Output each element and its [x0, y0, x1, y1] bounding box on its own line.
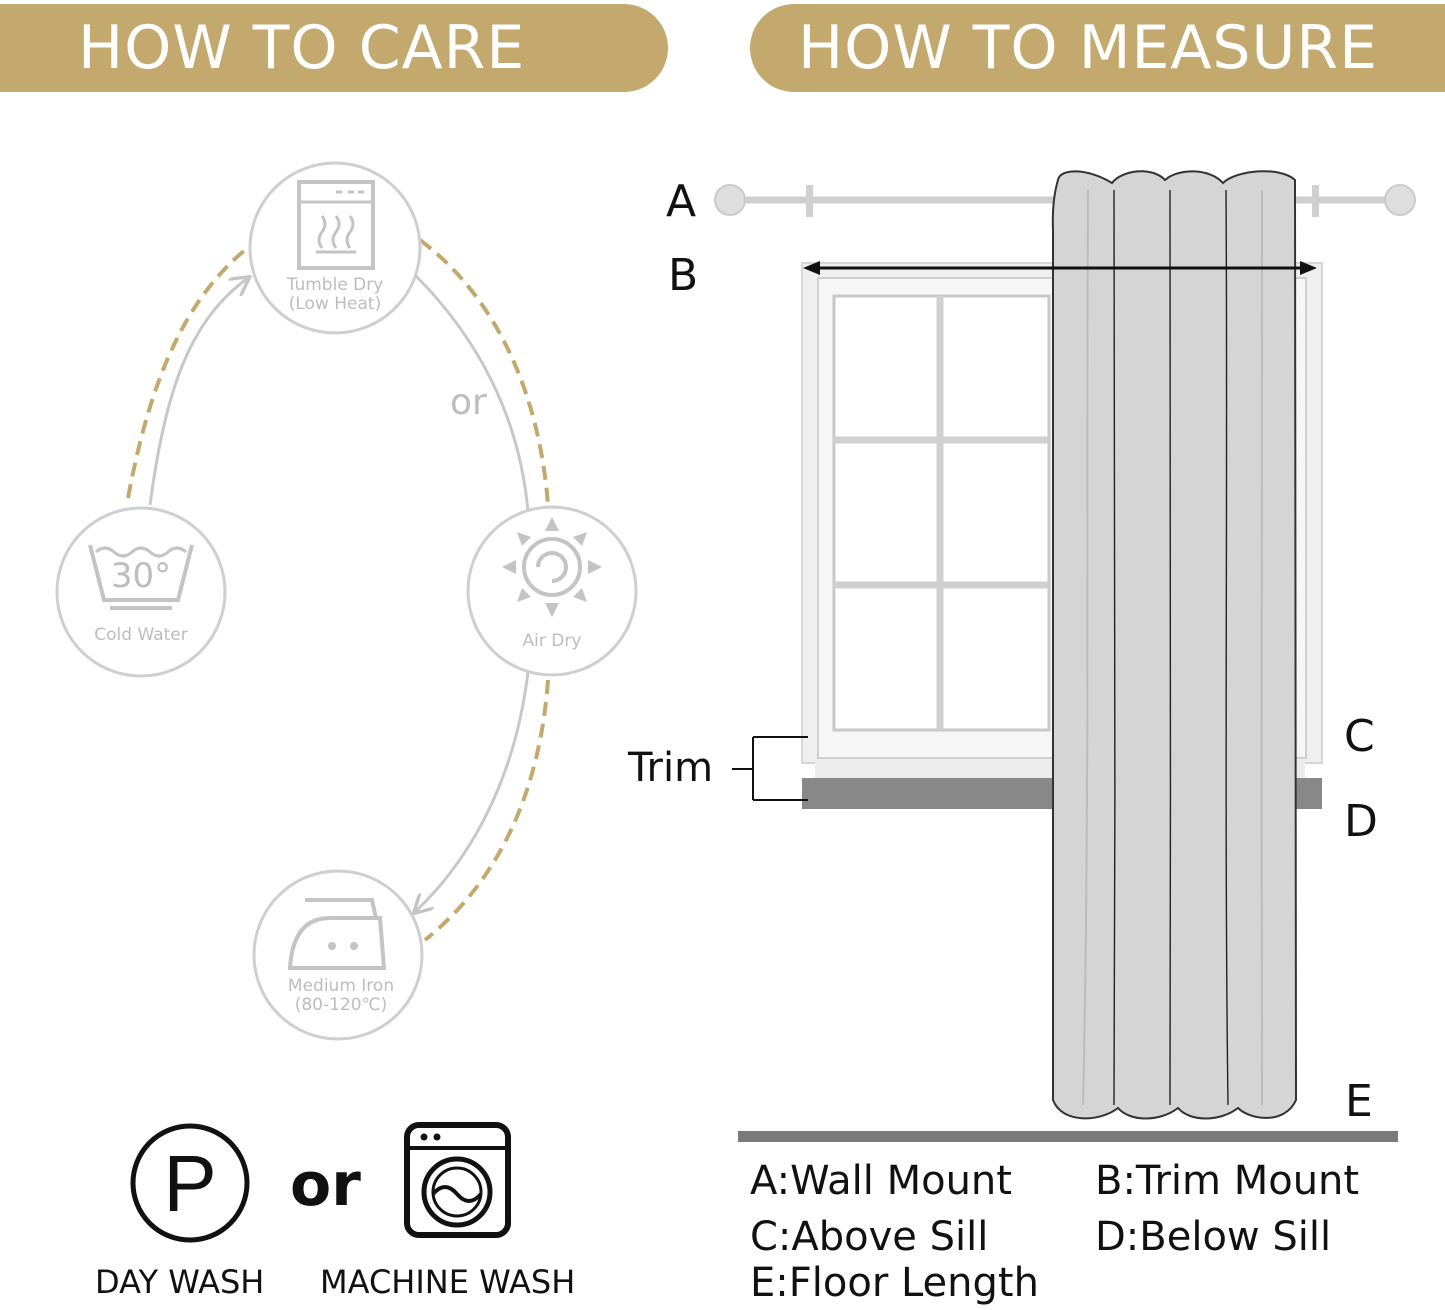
curtain-panel: [1051, 170, 1298, 1120]
care-or-text: or: [450, 382, 487, 423]
measure-diagram: [714, 170, 1416, 1142]
trim-label: Trim: [628, 745, 714, 791]
legend-floor-length: E:Floor Length: [750, 1260, 1039, 1306]
legend-wall-mount: A:Wall Mount: [750, 1158, 1012, 1204]
tumble-dry-label: Tumble Dry (Low Heat): [286, 275, 384, 314]
air-dry-label: Air Dry: [522, 631, 582, 651]
legend-above-sill: C:Above Sill: [750, 1214, 989, 1260]
machine-wash-icon: [404, 1122, 511, 1238]
cold-water-label: Cold Water: [94, 625, 188, 645]
trim-width-arrow: [803, 261, 1317, 275]
floor-line: [738, 1131, 1398, 1142]
arrow-wash-to-dry: [148, 278, 248, 506]
day-wash-p-icon: P: [130, 1123, 250, 1243]
point-e-label: E: [1345, 1076, 1373, 1127]
point-c-label: C: [1344, 711, 1375, 762]
arrow-air-to-iron: [415, 671, 530, 912]
dashed-path-right-lower: [423, 679, 550, 942]
dashed-path-left: [126, 248, 247, 499]
point-b-label: B: [668, 250, 699, 301]
day-wash-label: DAY WASH: [95, 1263, 265, 1301]
care-banner: HOW TO CARE: [0, 4, 668, 92]
point-a-label: A: [666, 176, 697, 227]
legend-trim-mount: B:Trim Mount: [1095, 1158, 1360, 1204]
medium-iron-label: Medium Iron (80-120℃): [287, 976, 395, 1015]
cold-wash-temp: 30°: [110, 556, 172, 596]
day-wash-symbol: P: [163, 1139, 216, 1228]
iron-icon: [252, 869, 424, 1041]
line-dry-to-air: [413, 273, 530, 513]
tumble-dry-icon: [248, 161, 422, 335]
care-title: HOW TO CARE: [78, 13, 526, 83]
sun-air-dry-icon: [466, 505, 638, 677]
wash-or-text: or: [290, 1150, 361, 1220]
legend-below-sill: D:Below Sill: [1095, 1214, 1332, 1260]
measure-banner: HOW TO MEASURE: [750, 4, 1445, 92]
measure-title: HOW TO MEASURE: [798, 13, 1379, 83]
point-d-label: D: [1344, 796, 1378, 847]
trim-bracket: [732, 736, 808, 801]
dashed-path-right-upper: [418, 238, 550, 506]
cold-wash-30-icon: [55, 506, 227, 678]
machine-wash-label: MACHINE WASH: [320, 1263, 576, 1301]
care-cycle: [55, 161, 638, 1041]
